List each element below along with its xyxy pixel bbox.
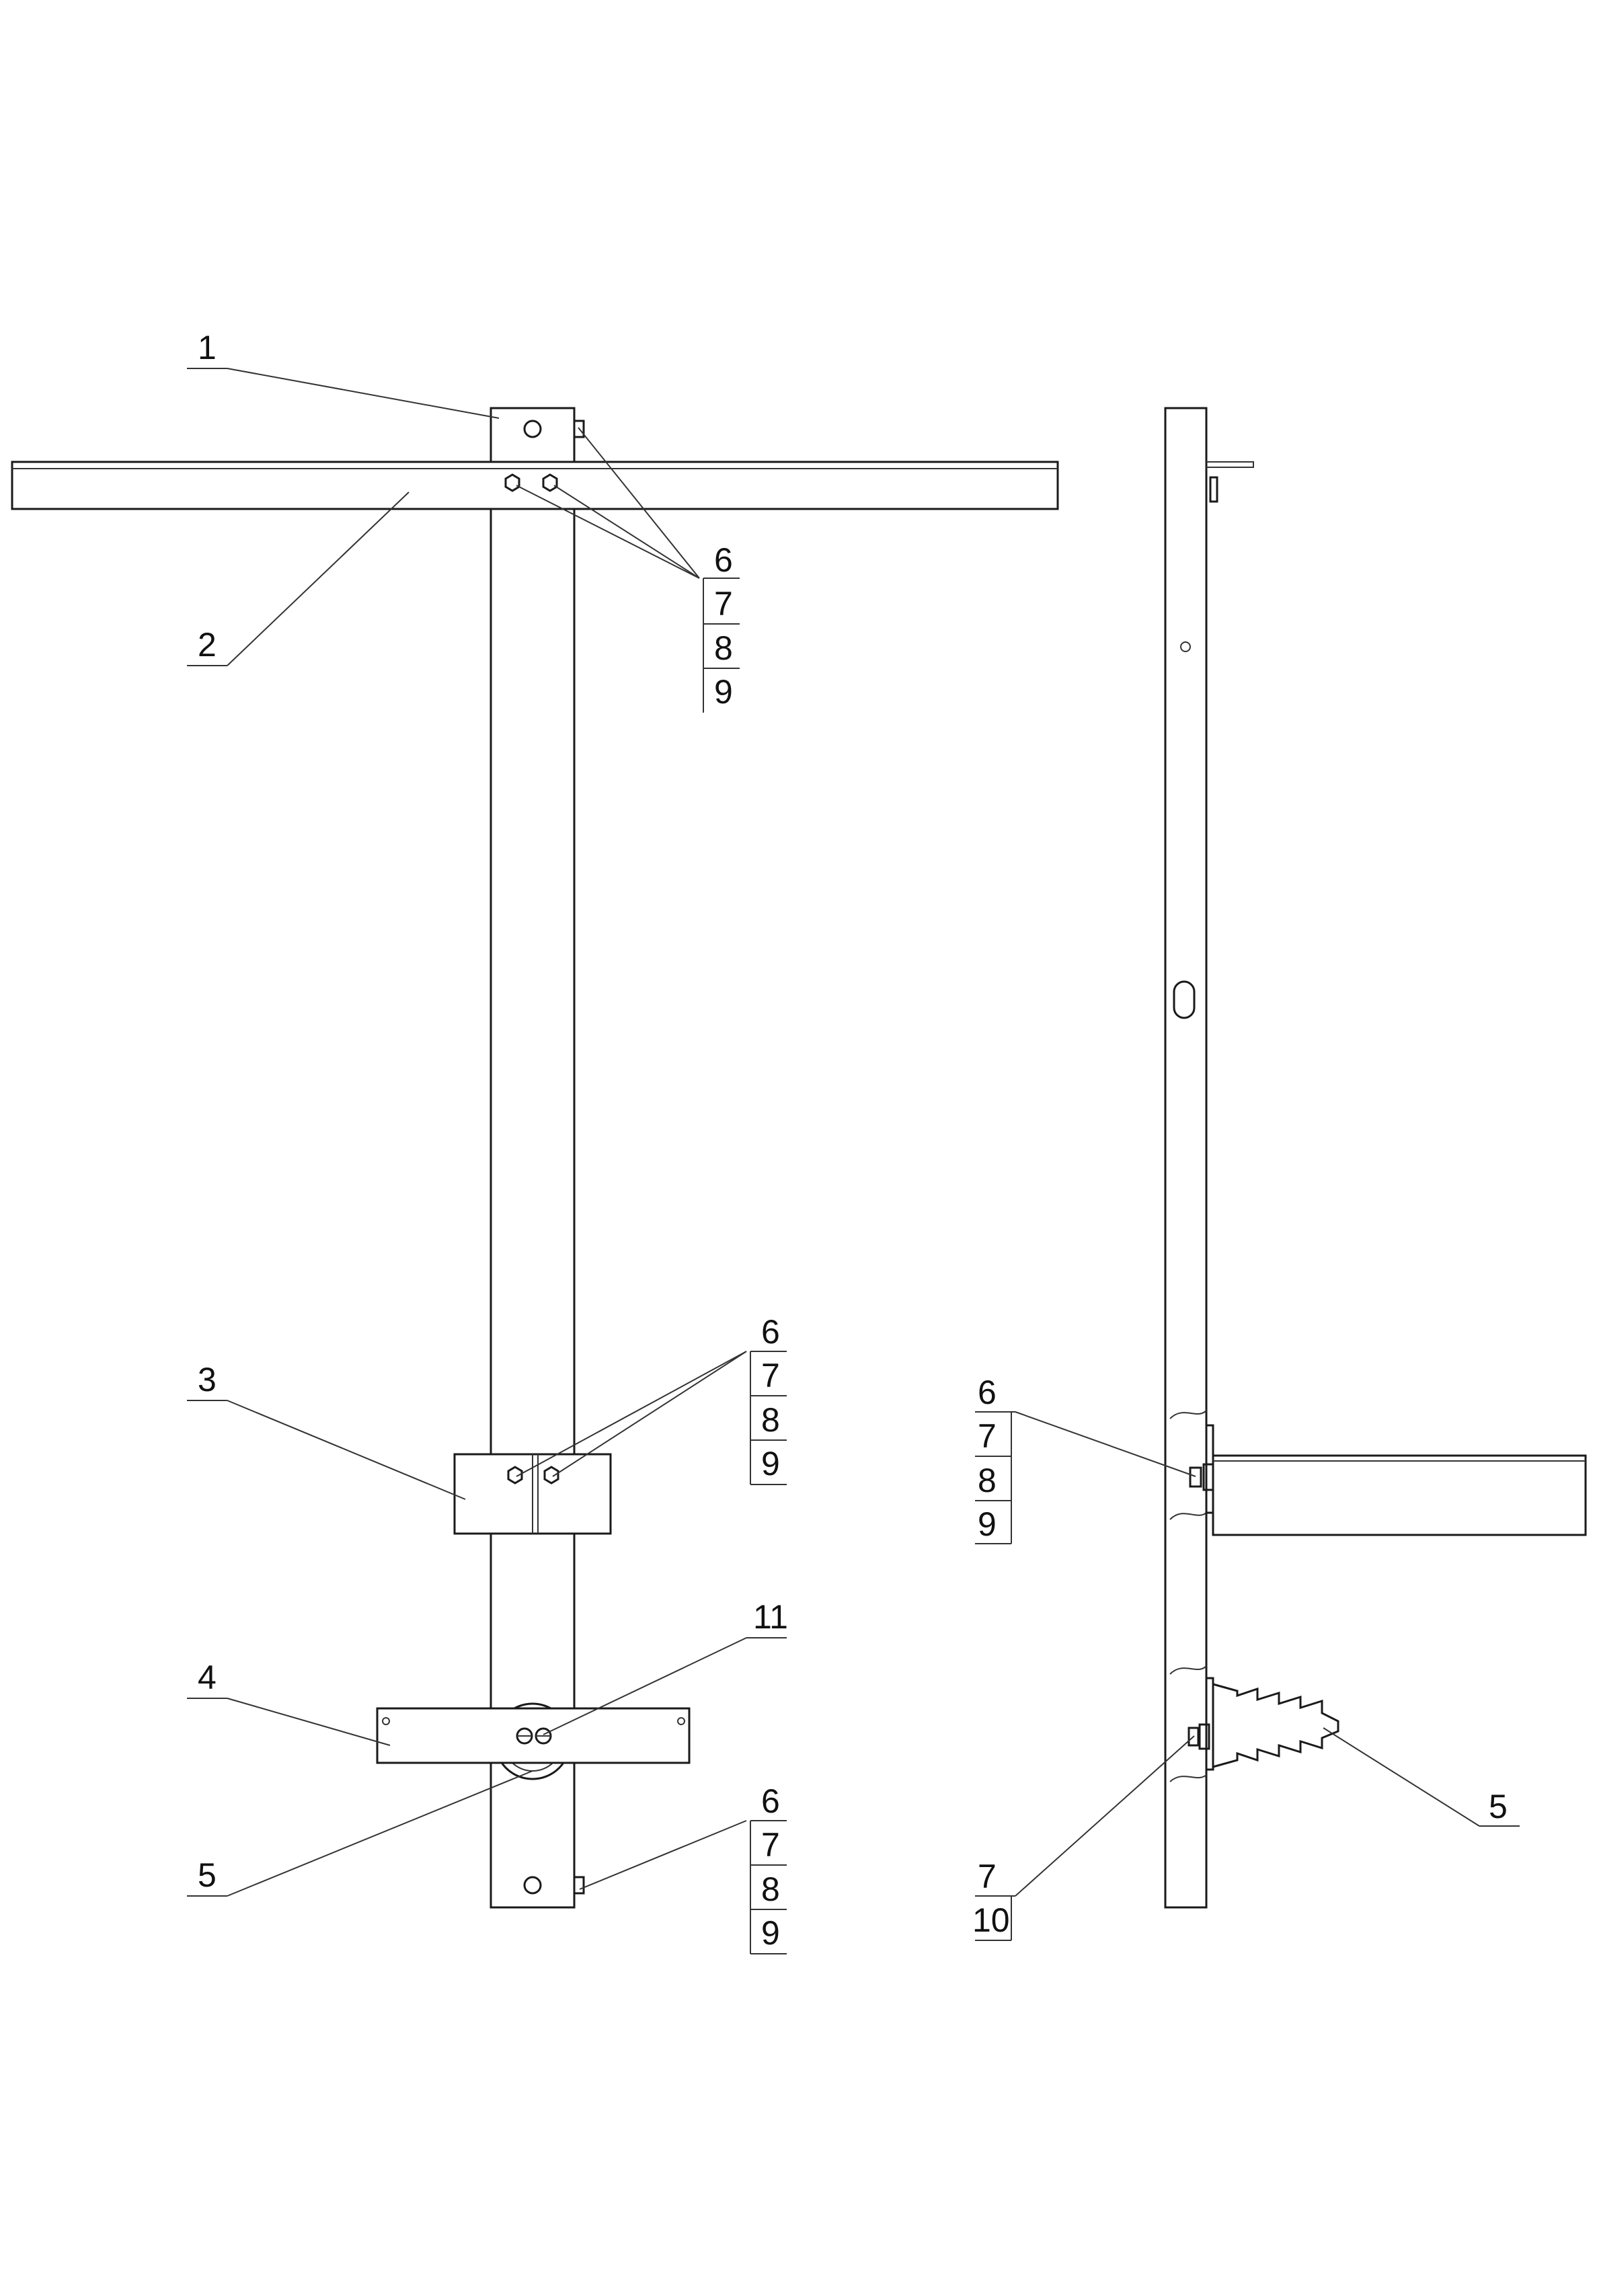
side-stack-bottom-1: 10: [972, 1901, 1010, 1939]
top-bolt-end: [573, 420, 585, 438]
mount-plate: [376, 1707, 691, 1764]
stack-top-1: 7: [714, 585, 733, 623]
stack-top: 6 7 8 9: [703, 541, 740, 713]
stack-top-3: 9: [714, 673, 733, 711]
insulator-side: [1212, 1683, 1339, 1768]
side-leaders: [975, 1411, 1520, 1897]
stack-mid-2: 8: [761, 1401, 780, 1439]
clamp-bolt-1: [507, 1466, 523, 1485]
stack-bottom-2: 8: [761, 1870, 780, 1908]
callout-2: 2: [198, 626, 217, 664]
callout-1: 1: [198, 329, 217, 366]
side-callout-5: 5: [1489, 1788, 1508, 1825]
side-stack-bottom-0: 7: [978, 1858, 997, 1895]
bottom-hole: [523, 1876, 542, 1895]
front-leaders: [187, 368, 787, 1897]
top-bracket-hole: [523, 420, 542, 438]
pole-slot: [1173, 980, 1196, 1019]
pole-front: [490, 407, 576, 1909]
clamp-bolt-2: [543, 1466, 559, 1485]
callout-3: 3: [198, 1361, 217, 1398]
stack-mid: 6 7 8 9: [750, 1313, 787, 1485]
stack-top-2: 8: [714, 629, 733, 667]
callout-4: 4: [198, 1659, 217, 1696]
pole-side: [1164, 407, 1208, 1909]
side-arm: [1212, 1454, 1587, 1536]
callout-5: 5: [198, 1856, 217, 1894]
stack-bottom-0: 6: [761, 1782, 780, 1820]
side-stack-bottom: 7 10: [972, 1858, 1012, 1941]
stack-mid-3: 9: [761, 1445, 780, 1482]
stack-bottom-1: 7: [761, 1826, 780, 1864]
stack-mid-0: 6: [761, 1313, 780, 1351]
callout-11: 11: [753, 1598, 788, 1636]
bottom-bolt-end: [573, 1876, 585, 1895]
side-stack-mid-2: 8: [978, 1462, 997, 1499]
cross-arm: [11, 461, 1059, 510]
stack-mid-1: 7: [761, 1357, 780, 1394]
stack-bottom-3: 9: [761, 1914, 780, 1952]
side-stack-mid-1: 7: [978, 1417, 997, 1455]
stack-bottom: 6 7 8 9: [750, 1782, 787, 1954]
stack-top-0: 6: [714, 541, 733, 579]
side-stack-mid: 6 7 8 9: [975, 1374, 1012, 1544]
top-bracket: [490, 407, 576, 463]
side-view: 6 7 8 9 7 10 5: [972, 407, 1587, 1941]
side-stack-mid-3: 9: [978, 1505, 997, 1543]
side-stack-mid-0: 6: [978, 1374, 997, 1411]
front-view: 1 2 3 4 5 11 6 7 8 9 6 7 8 9: [11, 329, 1059, 1954]
